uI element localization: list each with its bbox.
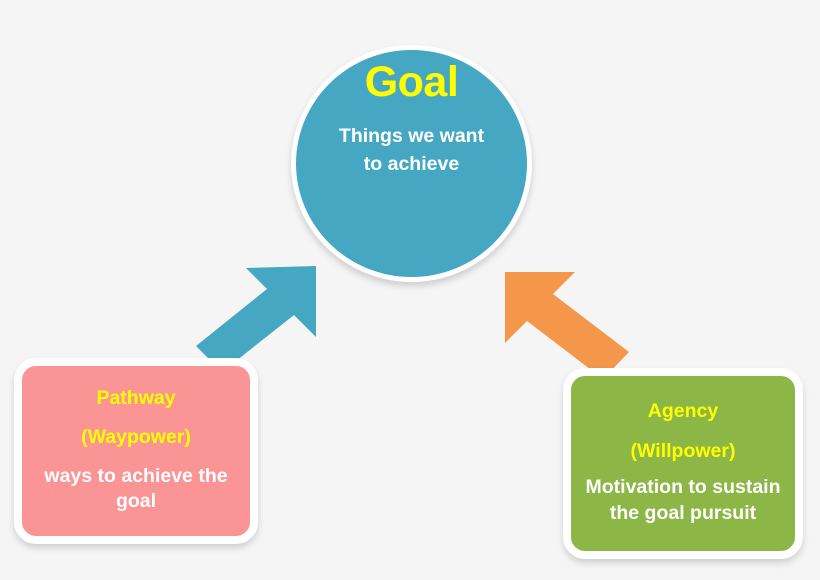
agency-title: Agency [647, 400, 719, 423]
goal-body-text: Things we want to achieve [338, 125, 485, 175]
pathway-subtitle: (Waypower) [81, 426, 191, 449]
goal-title: Goal [364, 58, 459, 106]
pathway-body-text: ways to achieve the goal [44, 464, 228, 513]
goal-circle: Goal Things we want to achieve [291, 45, 532, 282]
agency-to-goal-arrow [505, 272, 629, 379]
agency-subtitle: (Willpower) [630, 439, 736, 462]
pathway-to-goal-arrow [196, 266, 316, 372]
agency-box: Agency (Willpower) Motivation to sustain… [563, 368, 803, 559]
pathway-box: Pathway (Waypower) ways to achieve the g… [14, 358, 258, 544]
agency-body-text: Motivation to sustain the goal pursuit [585, 476, 781, 524]
pathway-title: Pathway [96, 386, 176, 409]
